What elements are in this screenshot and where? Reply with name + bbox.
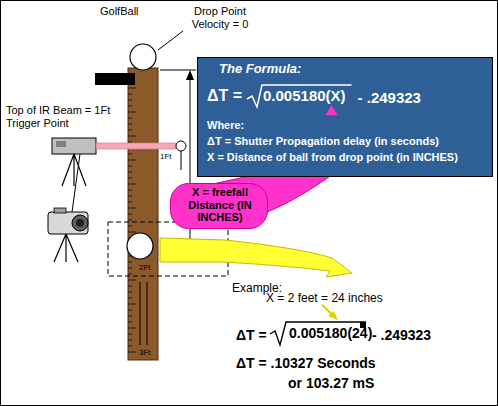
dimension-tick [160,70,196,71]
text-label: X = freefall Distance (IN INCHES) [178,186,262,224]
annotation-label: Top of IR Beam = 1Ft Trigger Point [6,104,128,129]
ruler-tick [128,124,132,125]
annotation-label: - .249323 [372,327,431,343]
reflector-stand [181,151,182,170]
ruler-tick [128,298,132,299]
ruler-tick [128,274,132,275]
pointer-arrowhead [328,311,338,320]
annotation-label: 2Ft [139,263,151,272]
ruler-tick [128,112,136,113]
text-label: The Formula: [219,62,301,77]
ruler-tick [128,154,132,155]
ruler-tick [128,172,132,173]
annotation-label: ΔT = .10327 Seconds [236,355,376,371]
ruler-tick [128,280,136,281]
ruler-tick [128,322,132,323]
text-label: ΔT = Shutter Propagation delay (in secon… [207,135,439,148]
board-line [140,282,141,345]
falling-ball [127,233,153,259]
text-label: X = Distance of ball from drop point (in… [207,151,458,164]
annotation-label: ΔT = [236,327,267,343]
ruler-board [128,68,158,360]
text-label: Where: [207,119,244,132]
ruler-tick [128,304,136,305]
ruler-tick [128,286,132,287]
ruler-tick [128,100,132,101]
annotation-label: or 103.27 mS [288,375,374,391]
ruler-tick [128,196,132,197]
annotation-label: Drop Point Velocity = 0 [178,5,262,30]
annotation-label: GolfBall [100,5,139,18]
camera-lens [72,215,88,231]
ruler-tick [128,208,136,209]
highlight-swoosh [160,238,352,277]
ruler-tick [128,220,132,221]
pointer-triangle [326,105,338,115]
ruler-tick [128,118,132,119]
ruler-tick [128,310,132,311]
ruler-tick [128,160,136,161]
release-bar [95,73,135,85]
ruler-tick [128,106,132,107]
ruler-tick [128,142,132,143]
leader-line [158,31,183,50]
ruler-tick [128,262,132,263]
ruler-tick [128,130,132,131]
ruler-tick [128,292,132,293]
ruler-tick [128,94,132,95]
ruler-tick [128,268,132,269]
ruler-tick [128,184,136,185]
formula-panel: The Formula: ΔT = 0.005180(X) - .249323Wher… [197,57,493,177]
trigger-cable [72,154,80,212]
radical-sign [247,85,352,107]
annotation-label: X = 2 feet = 24 inches [266,292,383,306]
ir-reflector [176,141,186,151]
ruler-tick [128,178,132,179]
ir-beam [96,143,176,149]
bubble-fill [171,184,268,229]
ir-sensor [52,138,96,154]
ruler-tick [128,316,132,317]
camera-tripod [54,234,78,262]
callout-bubble: X = freefall Distance (IN INCHES) [170,183,268,229]
text-label: - .249323 [358,89,421,106]
ir-sensor-panel [56,141,66,147]
annotation-label: 3Ft [139,348,151,357]
annotation-label: 1Ft [160,152,172,161]
ruler-tick [128,346,132,347]
ruler-ticks [128,88,136,352]
ruler-tick [128,136,136,137]
ruler-tick [128,202,132,203]
ruler-tick [128,226,132,227]
ruler-tick [128,214,132,215]
text-label: ΔT = [207,87,242,105]
board-line [147,282,148,345]
ruler-tick [128,88,136,89]
ruler-tick [128,334,132,335]
ruler-tick [128,352,136,353]
golf-ball [130,44,156,70]
camera-body [48,212,88,234]
camera-flash [54,208,66,213]
ruler-tick [128,190,132,191]
ruler-tick [128,232,136,233]
sensor-tripod [62,154,86,186]
ruler-tick [128,328,136,329]
text-label: 0.005180(X) [263,87,346,104]
panel-fill [198,58,493,177]
ruler-tick [128,340,132,341]
ruler-tick [128,166,132,167]
camera-lens-glass [76,219,84,227]
annotation-label: 0.005180(24) [289,325,372,341]
